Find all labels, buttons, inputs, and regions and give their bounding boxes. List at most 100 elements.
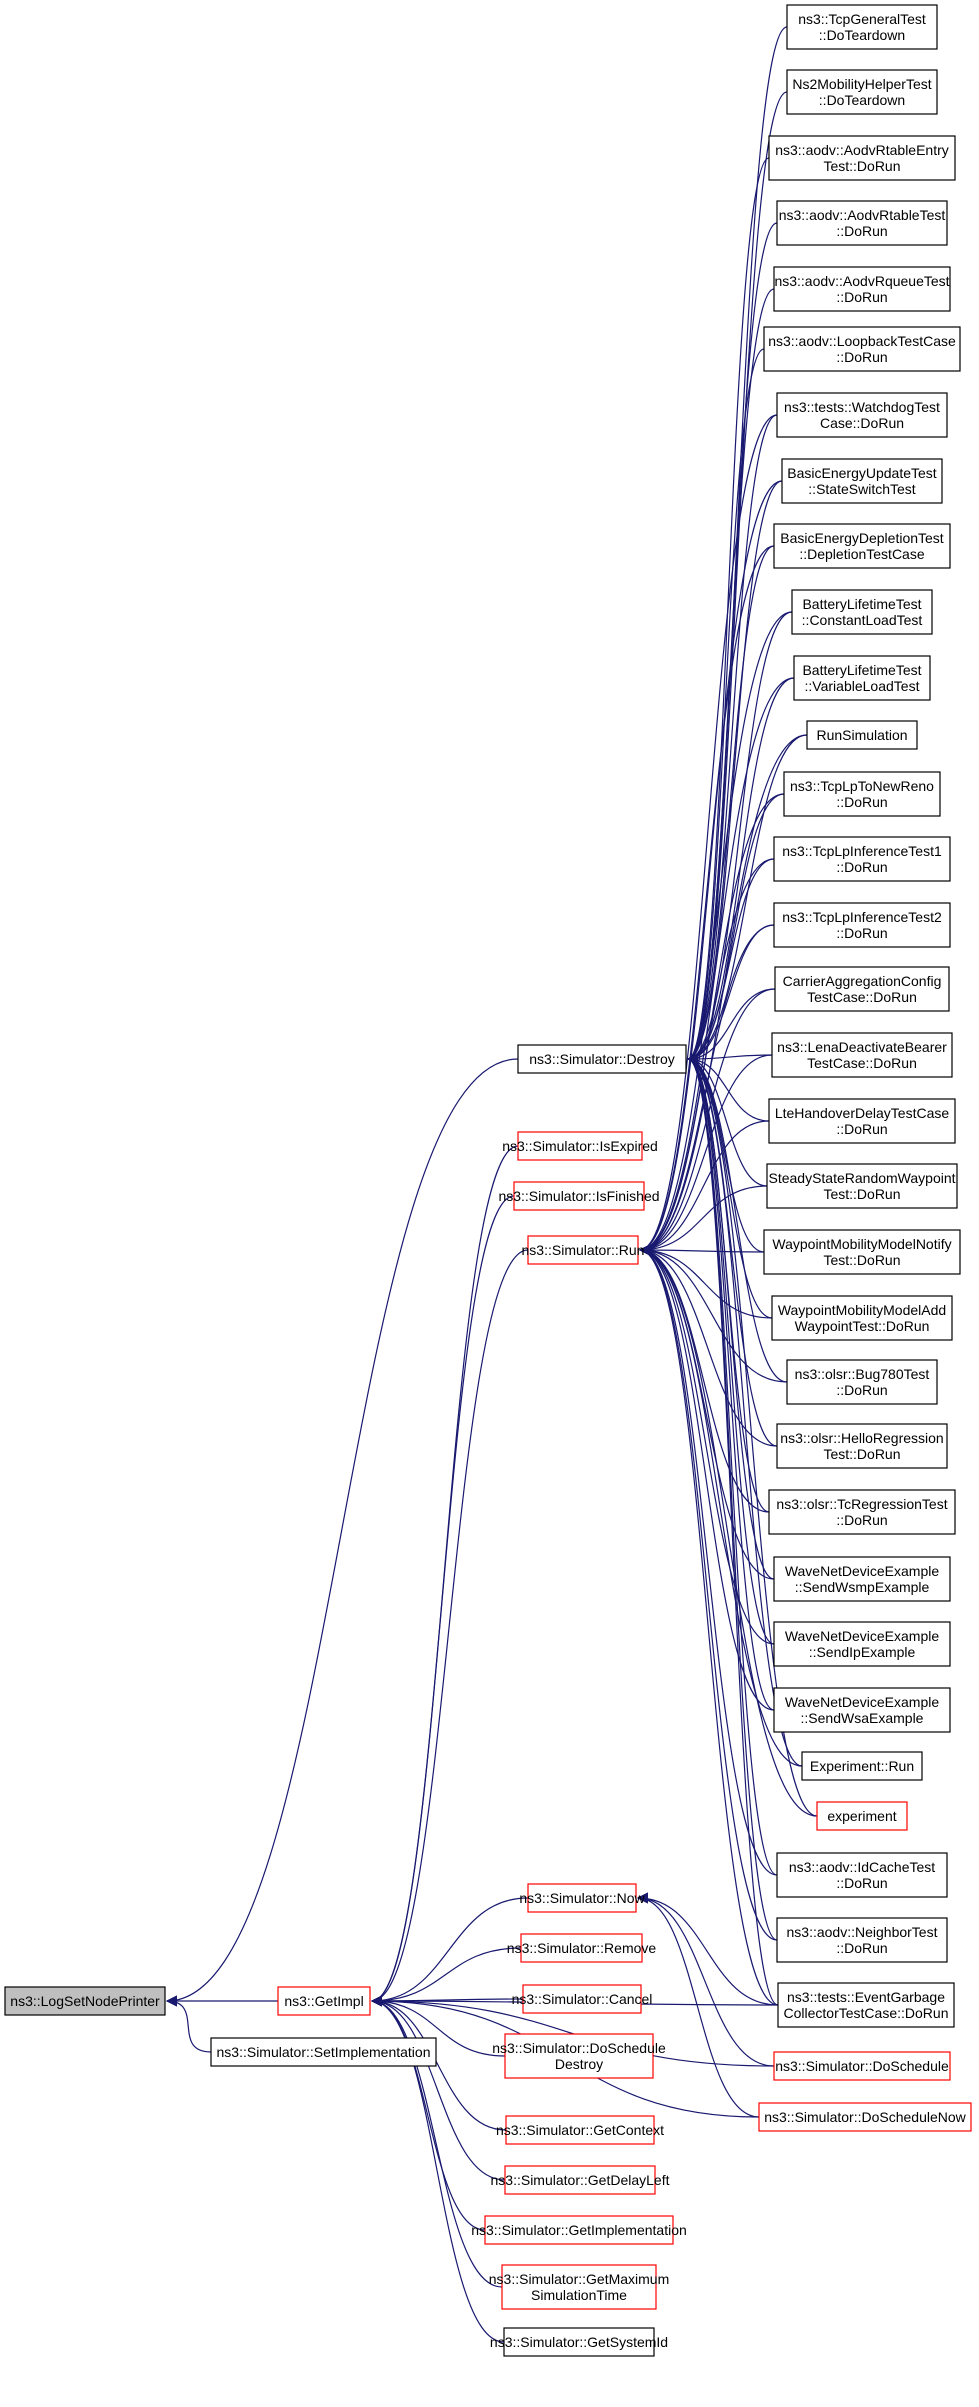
node-box <box>786 1359 938 1405</box>
node-tcplpnewreno[interactable]: ns3::TcpLpToNewReno::DoRun <box>783 771 941 817</box>
edge-getimplementation-to-getimpl <box>370 1995 486 2231</box>
node-ns2mob[interactable]: Ns2MobilityHelperTest::DoTeardown <box>786 69 938 115</box>
node-runsim[interactable]: RunSimulation <box>806 720 918 750</box>
node-battconst[interactable]: BatteryLifetimeTest::ConstantLoadTest <box>791 589 933 635</box>
edge-aodvneighbor-to-run <box>638 1244 778 1941</box>
node-ltehandover[interactable]: LteHandoverDelayTestCase::DoRun <box>768 1098 956 1144</box>
node-label: CollectorTestCase::DoRun <box>784 2005 949 2021</box>
node-doschedule[interactable]: ns3::Simulator::DoSchedule <box>773 2051 951 2081</box>
node-aodvloop[interactable]: ns3::aodv::LoopbackTestCase::DoRun <box>763 326 961 372</box>
node-eventgarbage[interactable]: ns3::tests::EventGarbageCollectorTestCas… <box>777 1982 955 2028</box>
node-tcpgeneral[interactable]: ns3::TcpGeneralTest::DoTeardown <box>786 4 938 50</box>
node-label: Test::DoRun <box>823 1252 900 1268</box>
node-isfinished[interactable]: ns3::Simulator::IsFinished <box>498 1181 660 1211</box>
node-box <box>504 2165 656 2195</box>
node-experiment[interactable]: experiment <box>816 1801 908 1831</box>
node-now[interactable]: ns3::Simulator::Now <box>519 1883 646 1913</box>
node-basicupdate[interactable]: BasicEnergyUpdateTest::StateSwitchTest <box>781 458 943 504</box>
node-wavewsmp[interactable]: WaveNetDeviceExample::SendWsmpExample <box>773 1556 951 1602</box>
edge-aodvloop-to-destroy <box>686 348 765 1065</box>
edge-carrieragg-to-run <box>638 988 776 1256</box>
edge-waveip-to-run <box>638 1244 775 1645</box>
node-box <box>791 589 933 635</box>
edge-lenadeact-to-run <box>638 1054 773 1256</box>
node-box <box>773 1621 951 1667</box>
node-waypointadd[interactable]: WaypointMobilityModelAddWaypointTest::Do… <box>771 1295 953 1341</box>
node-remove[interactable]: ns3::Simulator::Remove <box>507 1933 657 1963</box>
edge-watchdog-to-run <box>638 414 778 1256</box>
node-isexpired[interactable]: ns3::Simulator::IsExpired <box>502 1131 658 1161</box>
node-olsrtc[interactable]: ns3::olsr::TcRegressionTest::DoRun <box>768 1489 956 1535</box>
node-box <box>786 69 938 115</box>
node-box <box>517 1131 643 1161</box>
node-label: ns3::Simulator::GetSystemId <box>490 2334 668 2350</box>
node-label: ns3::Simulator::IsFinished <box>498 1188 659 1204</box>
node-box <box>773 2051 951 2081</box>
node-label: ns3::aodv::AodvRqueueTest <box>774 273 949 289</box>
node-label: Test::DoRun <box>823 158 900 174</box>
edge-basicdepl-to-run <box>638 545 775 1256</box>
node-root[interactable]: ns3::LogSetNodePrinter <box>4 1986 166 2016</box>
node-tcplpinf1[interactable]: ns3::TcpLpInferenceTest1::DoRun <box>773 836 951 882</box>
edge-destroy-to-root <box>165 1058 519 2007</box>
edge-getsystemid-to-getimpl <box>370 1995 505 2343</box>
node-label: ::DepletionTestCase <box>799 546 925 562</box>
edge-carrieragg-to-destroy <box>686 988 776 1065</box>
node-box <box>758 2102 972 2132</box>
node-aodvrq[interactable]: ns3::aodv::AodvRqueueTest::DoRun <box>773 266 951 312</box>
node-getimpl[interactable]: ns3::GetImpl <box>277 1986 371 2016</box>
node-box <box>763 326 961 372</box>
node-getcontext[interactable]: ns3::Simulator::GetContext <box>496 2115 664 2145</box>
node-label: ::DoRun <box>836 859 887 875</box>
node-box <box>773 902 951 948</box>
node-label: Ns2MobilityHelperTest <box>792 76 931 92</box>
node-label: Test::DoRun <box>823 1446 900 1462</box>
node-label: LteHandoverDelayTestCase <box>775 1105 950 1121</box>
node-doschednow[interactable]: ns3::Simulator::DoScheduleNow <box>758 2102 972 2132</box>
node-label: ns3::olsr::HelloRegression <box>780 1430 943 1446</box>
node-label: ns3::aodv::IdCacheTest <box>789 1859 935 1875</box>
node-box <box>4 1986 166 2016</box>
node-run[interactable]: ns3::Simulator::Run <box>522 1235 645 1265</box>
node-getdelayleft[interactable]: ns3::Simulator::GetDelayLeft <box>491 2165 670 2195</box>
node-wavewsa[interactable]: WaveNetDeviceExample::SendWsaExample <box>773 1687 951 1733</box>
node-getsystemid[interactable]: ns3::Simulator::GetSystemId <box>490 2327 668 2357</box>
node-destroy[interactable]: ns3::Simulator::Destroy <box>517 1044 687 1074</box>
node-getimplementation[interactable]: ns3::Simulator::GetImplementation <box>471 2215 687 2245</box>
edge-experiment-to-run <box>638 1244 818 1817</box>
node-tcplpinf2[interactable]: ns3::TcpLpInferenceTest2::DoRun <box>773 902 951 948</box>
node-box <box>776 1917 948 1963</box>
node-aodvneighbor[interactable]: ns3::aodv::NeighborTest::DoRun <box>776 1917 948 1963</box>
node-label: BatteryLifetimeTest <box>802 662 921 678</box>
node-cancel[interactable]: ns3::Simulator::Cancel <box>512 1984 653 2014</box>
node-olsrbug[interactable]: ns3::olsr::Bug780Test::DoRun <box>786 1359 938 1405</box>
edge-wavewsmp-to-destroy <box>686 1053 775 1580</box>
node-battvar[interactable]: BatteryLifetimeTest::VariableLoadTest <box>793 655 931 701</box>
node-box <box>768 1489 956 1535</box>
node-box <box>773 266 951 312</box>
node-waveip[interactable]: WaveNetDeviceExample::SendIpExample <box>773 1621 951 1667</box>
node-setimpl[interactable]: ns3::Simulator::SetImplementation <box>210 2037 437 2067</box>
node-aodvidcache[interactable]: ns3::aodv::IdCacheTest::DoRun <box>776 1852 948 1898</box>
node-label: SteadyStateRandomWaypoint <box>768 1170 955 1186</box>
node-aodvrt[interactable]: ns3::aodv::AodvRtableTest::DoRun <box>776 200 948 246</box>
node-basicdepl[interactable]: BasicEnergyDepletionTest::DepletionTestC… <box>773 523 951 569</box>
edge-ltehandover-to-run <box>638 1120 770 1256</box>
node-box <box>773 836 951 882</box>
node-label: ::DoRun <box>836 289 887 305</box>
node-label: ::SendWsmpExample <box>795 1579 930 1595</box>
node-exprun[interactable]: Experiment::Run <box>801 1751 923 1781</box>
edge-runsim-to-destroy <box>686 734 808 1065</box>
node-label: ns3::Simulator::Now <box>519 1890 645 1906</box>
